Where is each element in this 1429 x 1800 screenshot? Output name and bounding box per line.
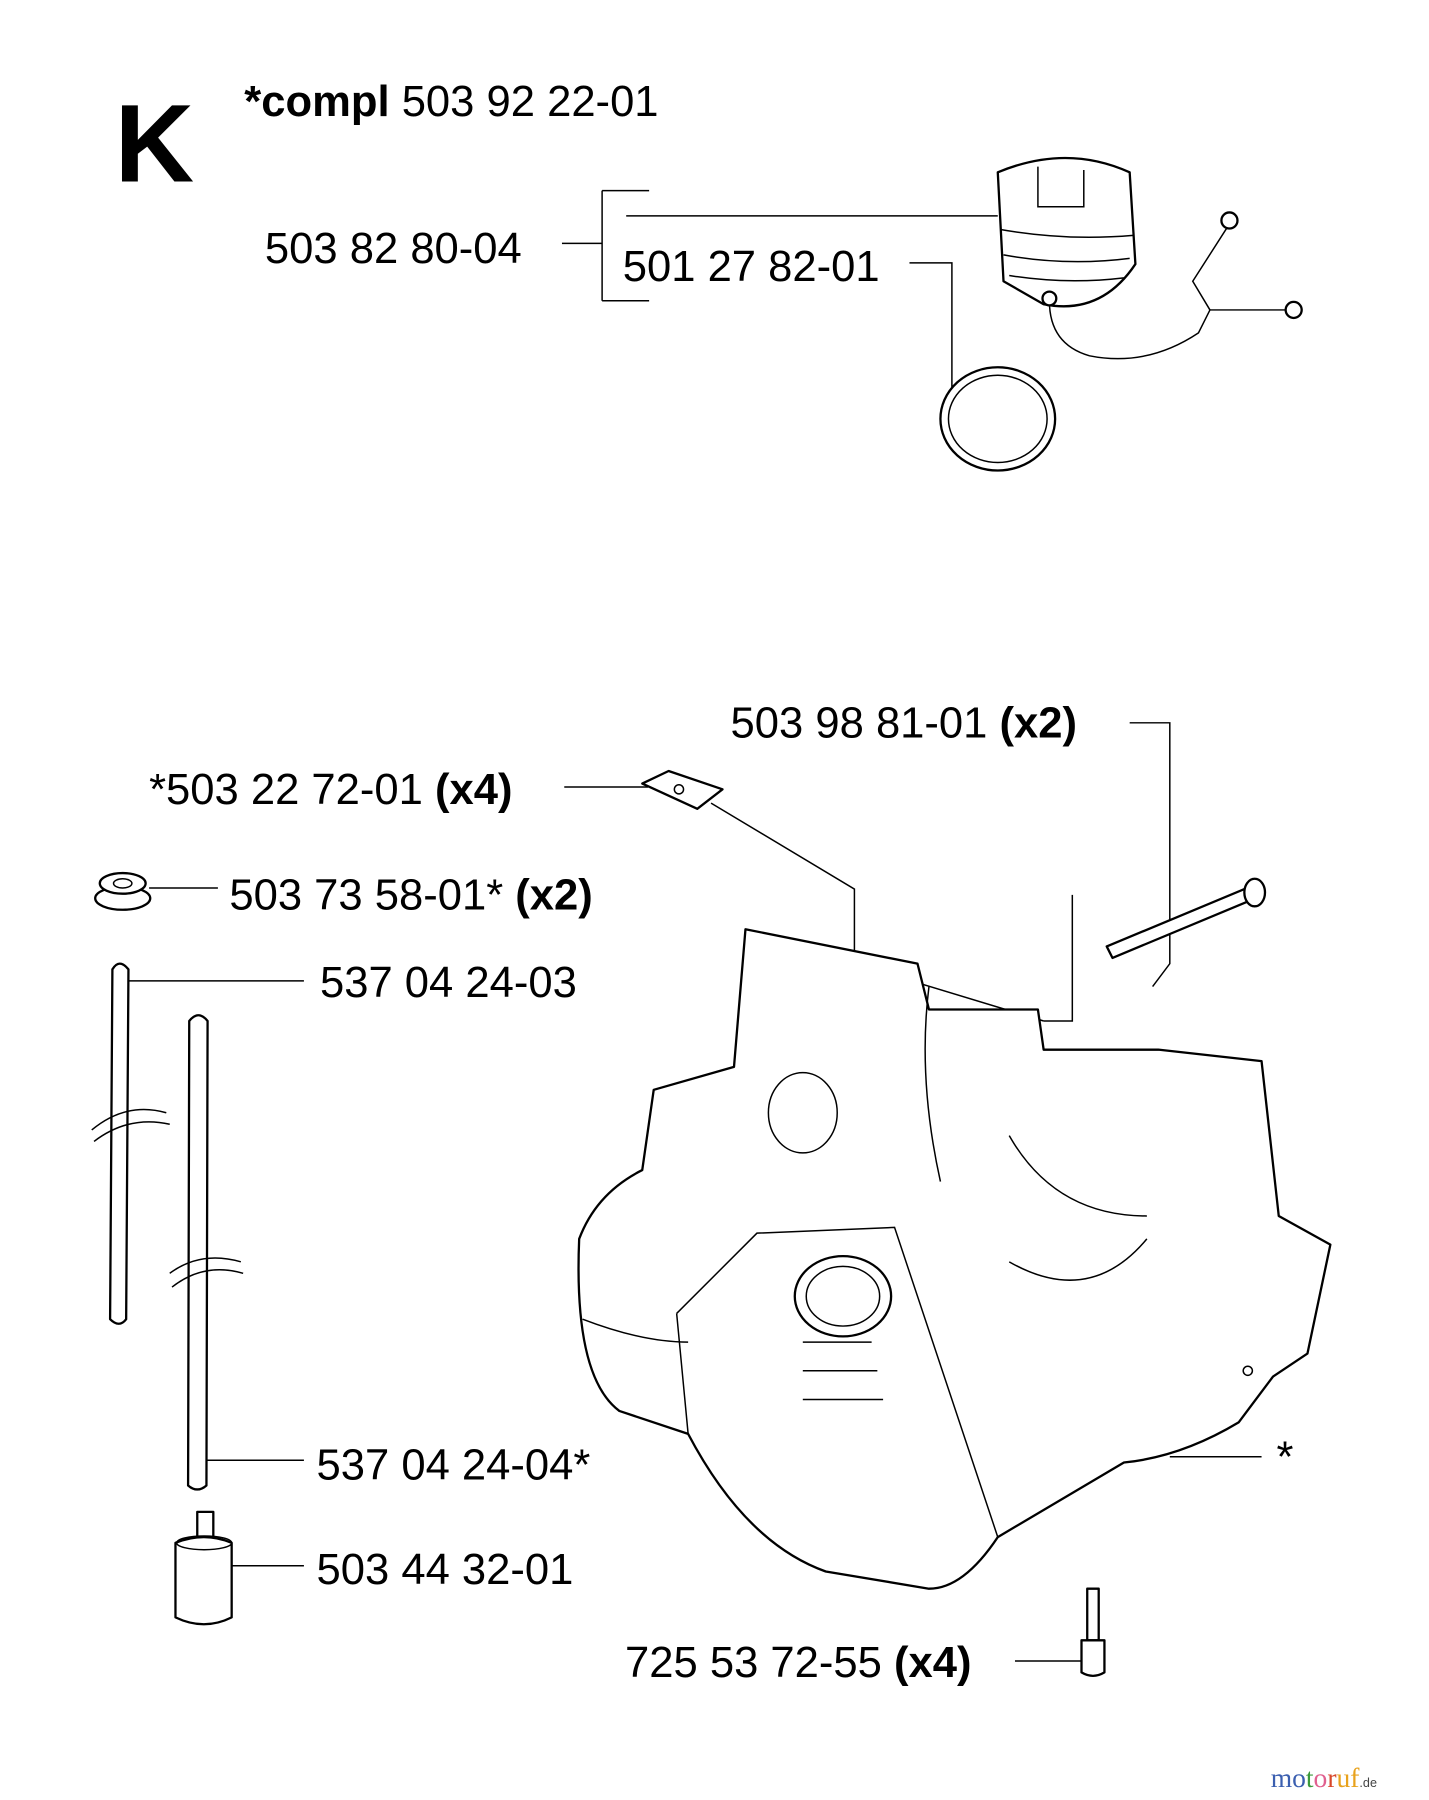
part-label-503443201: 503 44 32-01 [317,1546,574,1594]
part-label-503988101: 503 98 81-01 (x2) [731,700,1077,748]
leader-lines [128,189,1262,1662]
part-label-503828004: 503 82 80-04 [265,225,522,273]
part-label-537042404: 537 04 24-04* [317,1442,591,1490]
compl-number: 503 92 22-01 [402,78,659,126]
tank-housing-drawing [577,928,1332,1590]
o-ring-drawing [939,366,1057,472]
grommet-drawing [94,871,152,911]
compl-prefix: *compl [244,78,389,126]
part-label-housing: * [1276,1434,1293,1482]
svg-text:motoruf.de: motoruf.de [1271,1762,1377,1793]
oil-cap-drawing [996,156,1303,360]
clip-nut-drawing [641,769,724,810]
compl-label: *compl 503 92 22-01 [244,78,658,126]
part-label-725537255: 725 53 72-55 (x4) [625,1639,971,1687]
part-label-503735801: 503 73 58-01* (x2) [229,872,592,920]
motoruf-watermark-logo: motoruf.de [1271,1762,1377,1793]
section-letter: K [115,82,195,205]
part-label-537042403: 537 04 24-03 [320,959,577,1007]
part-label-501278201: 501 27 82-01 [623,243,880,291]
bolt-drawing [1080,877,1267,1678]
fuel-hose-drawing [91,962,244,1491]
part-label-503227201: *503 22 72-01 (x4) [149,766,512,814]
fuel-filter-drawing [174,1510,233,1626]
